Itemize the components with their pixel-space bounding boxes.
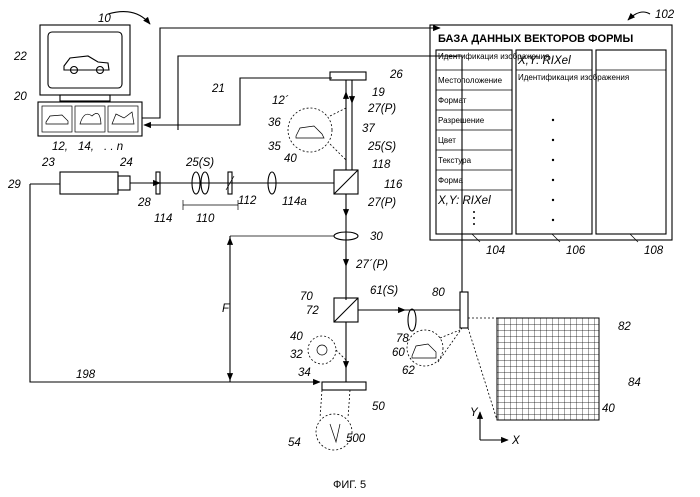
label-20: 20 xyxy=(13,91,27,103)
label-10: 10 xyxy=(98,13,111,25)
label-36: 36 xyxy=(268,117,281,129)
label-50: 50 xyxy=(372,401,385,413)
axis-y-label: Y xyxy=(470,407,479,419)
label-106: 106 xyxy=(566,245,586,257)
label-78: 78 xyxy=(396,333,409,345)
label-23: 23 xyxy=(41,157,55,169)
db-col2-sub: Идентификация изображения xyxy=(518,73,629,82)
label-500: 500 xyxy=(346,433,366,445)
detector-grid xyxy=(497,318,599,420)
label-n: . . n xyxy=(104,141,123,153)
label-12: 12, xyxy=(52,141,68,153)
label-72: 72 xyxy=(306,305,319,317)
label-26: 26 xyxy=(389,69,403,81)
database-text: БАЗА ДАННЫХ ВЕКТОРОВ ФОРМЫ Идентификация… xyxy=(437,33,633,207)
label-102: 102 xyxy=(655,9,675,21)
axis-x-label: X xyxy=(511,435,521,447)
label-70: 70 xyxy=(300,291,313,303)
label-21: 21 xyxy=(211,83,225,95)
label-82: 82 xyxy=(618,321,631,333)
label-27p-low: 27´(P) xyxy=(355,259,388,271)
label-40-left: 40 xyxy=(290,331,303,343)
animal-icon xyxy=(112,112,134,124)
db-cell-shape: Форма xyxy=(438,176,463,185)
label-27p-top: 27(P) xyxy=(367,103,396,115)
database-title: БАЗА ДАННЫХ ВЕКТОРОВ ФОРМЫ xyxy=(438,33,633,45)
label-114a: 114a xyxy=(282,196,307,208)
db-cell-format: Формат xyxy=(438,96,467,105)
label-118: 118 xyxy=(372,159,391,171)
db-cell-rixel: X,Y: RIXel xyxy=(437,195,491,207)
label-40-mid: 40 xyxy=(284,153,297,165)
small-car-icon xyxy=(46,115,68,124)
label-84: 84 xyxy=(628,377,641,389)
label-34: 34 xyxy=(298,367,311,379)
label-60: 60 xyxy=(392,347,405,359)
label-F: F xyxy=(222,303,230,315)
label-54: 54 xyxy=(288,437,301,449)
figure-caption: ФИГ. 5 xyxy=(333,479,366,491)
cluster-icon xyxy=(80,113,101,124)
label-24: 24 xyxy=(119,157,133,169)
label-62: 62 xyxy=(402,365,415,377)
arrow-10 xyxy=(108,12,150,24)
label-61s: 61(S) xyxy=(370,285,398,297)
label-198: 198 xyxy=(76,369,96,381)
label-32: 32 xyxy=(290,349,303,361)
label-25s-top: 25(S) xyxy=(185,157,214,169)
label-40-grid: 40 xyxy=(602,403,615,415)
label-22: 22 xyxy=(13,51,27,63)
label-37: 37 xyxy=(362,123,375,135)
label-27p-mid: 27(P) xyxy=(367,197,396,209)
db-col2-header: X,Y: RIXel xyxy=(517,55,571,67)
label-116: 116 xyxy=(384,179,403,191)
label-35: 35 xyxy=(268,141,281,153)
db-cell-texture: Текстура xyxy=(438,156,472,165)
label-110: 110 xyxy=(196,213,215,225)
db-cell-color: Цвет xyxy=(438,136,456,145)
car-12-icon xyxy=(296,126,324,138)
label-14: 14, xyxy=(78,141,94,153)
label-30: 30 xyxy=(370,231,383,243)
db-cell-location: Местоположение xyxy=(438,76,503,85)
monitor xyxy=(40,25,130,101)
label-29: 29 xyxy=(7,179,21,191)
label-80: 80 xyxy=(432,287,445,299)
label-12p: 12´ xyxy=(272,95,289,107)
label-114: 114 xyxy=(154,213,172,225)
label-104: 104 xyxy=(486,245,505,257)
label-28: 28 xyxy=(137,197,151,209)
label-25s-right: 25(S) xyxy=(367,141,396,153)
laser xyxy=(60,172,130,194)
db-cell-resolution: Разрешение xyxy=(438,116,485,125)
label-108: 108 xyxy=(644,245,664,257)
label-112: 112 xyxy=(238,195,257,207)
computer-unit xyxy=(38,102,142,136)
label-19: 19 xyxy=(372,87,385,99)
